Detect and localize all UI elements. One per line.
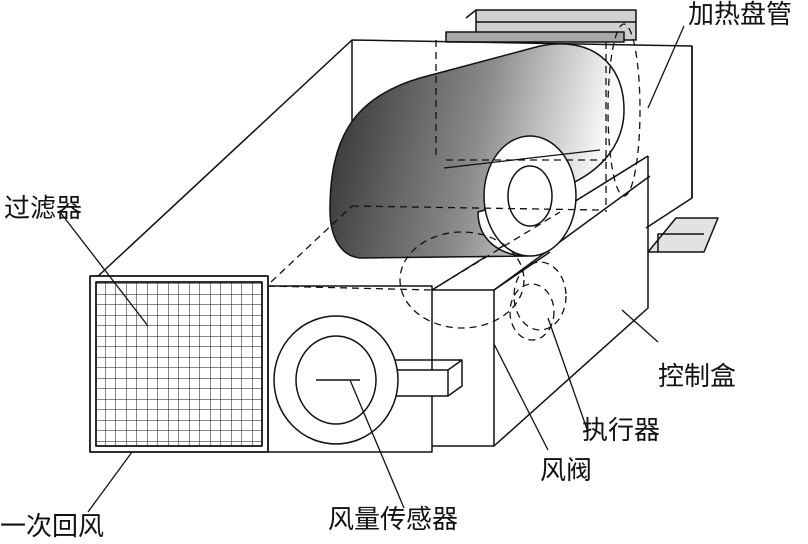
heating-coil-label: 加热盘管 — [688, 0, 793, 30]
hidden-edges — [95, 23, 641, 447]
filter-label: 过滤器 — [4, 194, 83, 224]
primary-return-air-label: 一次回风 — [0, 512, 105, 542]
airflow-sensor — [273, 315, 399, 445]
damper-cap — [445, 9, 637, 43]
filter — [89, 275, 269, 453]
heating-coil — [329, 43, 625, 259]
control-box-label: 控制盒 — [658, 362, 737, 392]
damper-label: 风阀 — [540, 456, 593, 486]
unit-housing — [95, 39, 719, 453]
airflow-sensor-label: 风量传感器 — [328, 505, 459, 535]
leader-lines — [59, 25, 685, 513]
actuator-label: 执行器 — [582, 416, 661, 446]
